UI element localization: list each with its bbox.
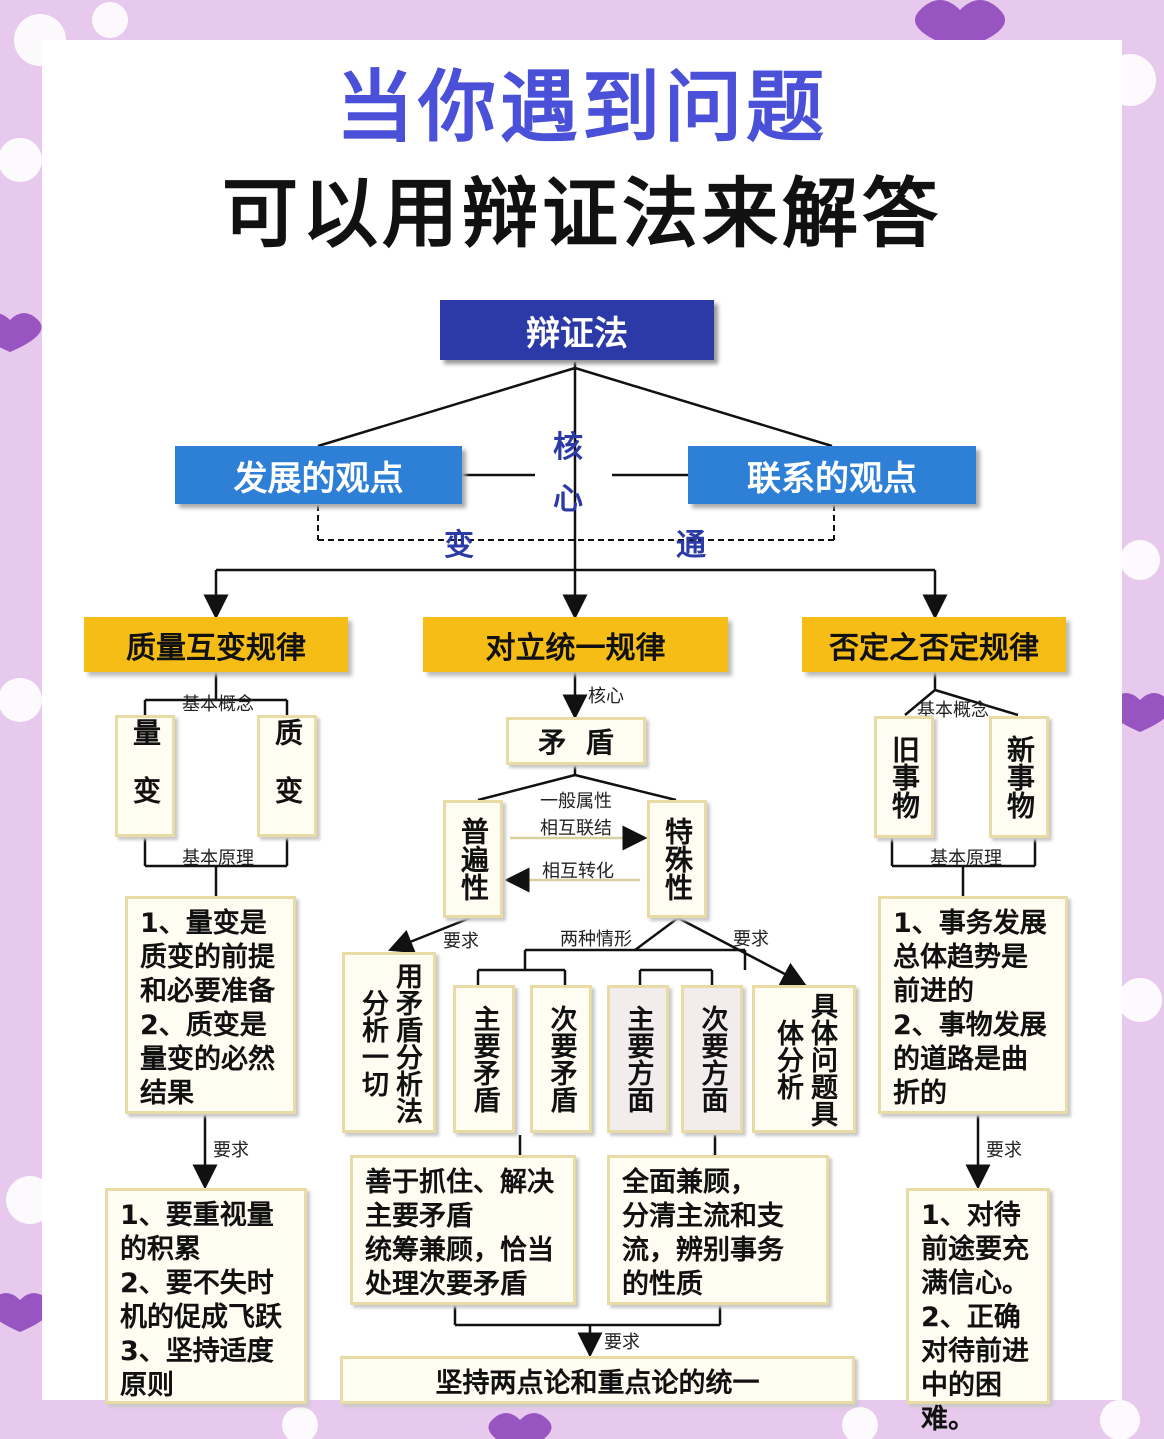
title-line2: 可以用辩证法来解答 — [222, 169, 942, 258]
left-req-label: 要求 — [213, 1140, 249, 1161]
root-node: 辩证法 — [440, 300, 714, 360]
qualitative-change: 质变 — [257, 715, 317, 837]
main-aspect-box: 主要方面 — [607, 985, 669, 1133]
relation-transform: 相互转化 — [542, 861, 614, 882]
main-contradiction-box: 主要矛盾 — [453, 985, 515, 1133]
right-concept-label: 基本概念 — [917, 700, 989, 721]
two-cases-label: 两种情形 — [560, 929, 632, 950]
middle-req-right: 要求 — [733, 929, 769, 950]
development-view: 发展的观点 — [175, 446, 462, 504]
core-char-1: 核 — [553, 430, 583, 465]
left-requirement-box: 1、要重视量 的积累 2、要不失时 机的促成飞跃 3、坚持适度 原则 — [105, 1188, 307, 1404]
change-char: 变 — [444, 528, 474, 563]
analysis-method-box: 用矛盾分析法分析一切 — [342, 952, 436, 1133]
left-concept-label: 基本概念 — [182, 694, 254, 715]
connection-view: 联系的观点 — [688, 446, 976, 504]
right-principle-label: 基本原理 — [930, 848, 1002, 869]
right-requirement-box: 1、对待 前途要充 满信心。 2、正确 对待前进 中的困难。 — [906, 1188, 1050, 1435]
middle-req-bottom: 要求 — [604, 1332, 640, 1353]
left-principle-box: 1、量变是 质变的前提 和必要准备 2、质变是 量变的必然 结果 — [125, 896, 296, 1114]
title-line1: 当你遇到问题 — [335, 63, 828, 153]
middle-req-left: 要求 — [443, 931, 479, 952]
method-aspect-box: 全面兼顾， 分清主流和支 流，辨别事务 的性质 — [607, 1155, 829, 1305]
secondary-contradiction-box: 次要矛盾 — [530, 985, 592, 1133]
law-quality-quantity: 质量互变规律 — [84, 617, 348, 672]
universality-box: 普遍性 — [443, 800, 503, 918]
core-char-2: 心 — [553, 482, 583, 517]
particularity-box: 特殊性 — [647, 800, 707, 918]
relation-linked: 相互联结 — [540, 818, 612, 839]
law-negation: 否定之否定规律 — [802, 617, 1066, 672]
left-principle-label: 基本原理 — [182, 848, 254, 869]
secondary-aspect-box: 次要方面 — [681, 985, 743, 1133]
concrete-analysis-box: 具体问题具体分析 — [752, 985, 856, 1133]
right-principle-box: 1、事务发展 总体趋势是 前进的 2、事物发展 的道路是曲 折的 — [878, 896, 1068, 1114]
conclusion-box: 坚持两点论和重点论的统一 — [340, 1356, 855, 1404]
quantitative-change: 量变 — [115, 715, 175, 837]
new-things-box: 新事物 — [989, 716, 1049, 838]
method-contradiction-box: 善于抓住、解决 主要矛盾 统筹兼顾，恰当 处理次要矛盾 — [350, 1155, 576, 1305]
contradiction-box: 矛 盾 — [506, 717, 646, 765]
relation-general: 一般属性 — [540, 791, 612, 812]
law-unity-opposites: 对立统一规律 — [423, 617, 728, 672]
connect-char: 通 — [676, 528, 706, 563]
right-req-label: 要求 — [986, 1140, 1022, 1161]
old-things-box: 旧事物 — [874, 716, 934, 838]
middle-core-label: 核心 — [588, 686, 624, 707]
